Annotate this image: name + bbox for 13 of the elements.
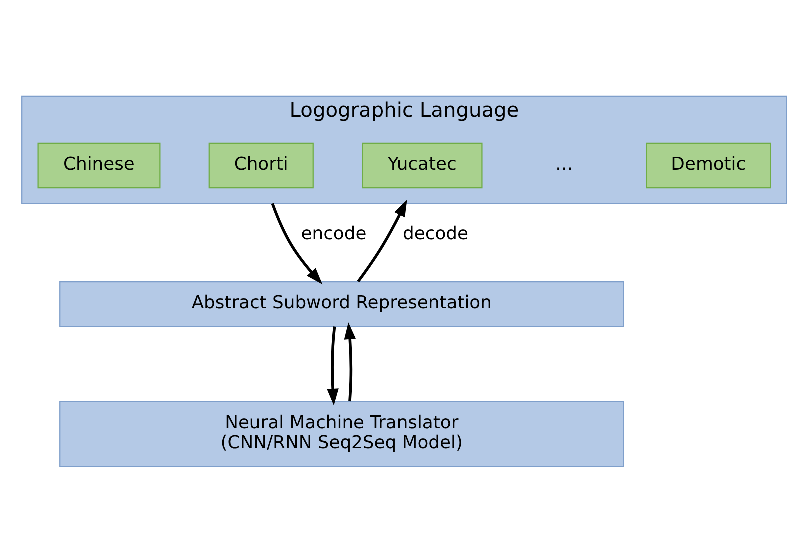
node-box: Abstract Subword Representation: [60, 280, 624, 327]
arrow: [271, 202, 323, 284]
edge-label: decode: [403, 222, 468, 244]
arrow: [327, 326, 339, 406]
label: …: [555, 153, 574, 174]
edge-label: encode: [301, 222, 367, 244]
arrow: [344, 322, 356, 402]
node-box: Yucatec: [362, 142, 483, 188]
arrow: [357, 199, 408, 282]
node-box: Chorti: [208, 142, 314, 188]
node-box: Neural Machine Translator (CNN/RNN Seq2Seq Model): [60, 400, 624, 467]
node-box: Chinese: [38, 142, 161, 188]
node-box: Demotic: [646, 142, 772, 188]
